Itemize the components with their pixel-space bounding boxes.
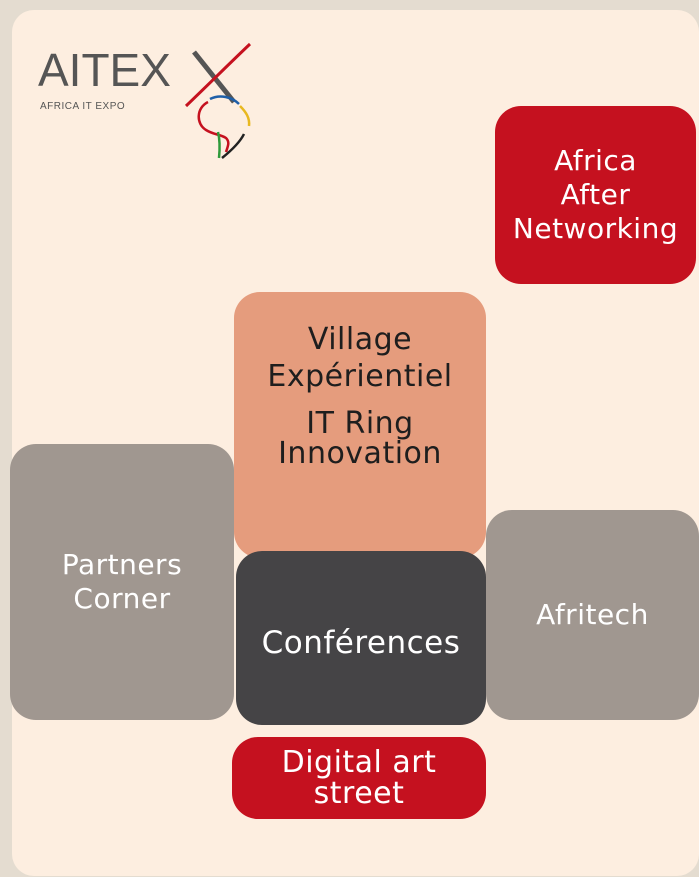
zone-afritech[interactable]: Afritech (486, 510, 699, 720)
zone-label-line: Africa (554, 143, 637, 177)
zone-digital-art-street[interactable]: Digital art street (232, 737, 486, 819)
zone-label: Conférences (261, 625, 461, 662)
zone-label-line: Digital art (281, 744, 437, 780)
map-green-stroke (216, 131, 221, 159)
zone-label-line: Corner (73, 582, 171, 615)
zone-conferences[interactable]: Conférences (236, 551, 486, 725)
zone-label-line: Expérientiel (267, 358, 453, 394)
zone-partners-corner[interactable]: Partners Corner (10, 444, 234, 720)
map-dark-stroke (221, 133, 246, 159)
logo-tagline: AFRICA IT EXPO (40, 101, 125, 112)
zone-label-line: Networking (512, 212, 679, 246)
zone-village-experientiel[interactable]: Village Expérientiel IT Ring Innovation (234, 292, 486, 558)
logo-x-accent (184, 42, 252, 108)
logo-wordmark: AITEX (38, 44, 171, 96)
zone-label-line: IT Ring (306, 406, 414, 442)
zone-label-line: Innovation (278, 436, 442, 472)
zone-africa-after-networking[interactable]: Africa After Networking (495, 106, 696, 284)
zone-label-line: Village (307, 322, 413, 357)
map-blue-stroke (209, 95, 240, 105)
map-red-stroke (197, 100, 230, 153)
zone-label: Afritech (536, 597, 649, 631)
zone-label-line: After (560, 177, 631, 211)
zone-label-line: street (313, 776, 405, 811)
map-yellow-stroke (239, 105, 251, 127)
zone-label-line: Partners (61, 547, 183, 581)
aitex-logo: AITEX AFRICA IT EXPO (38, 42, 252, 159)
zone-it-ring-innovation: IT Ring Innovation (278, 409, 442, 469)
